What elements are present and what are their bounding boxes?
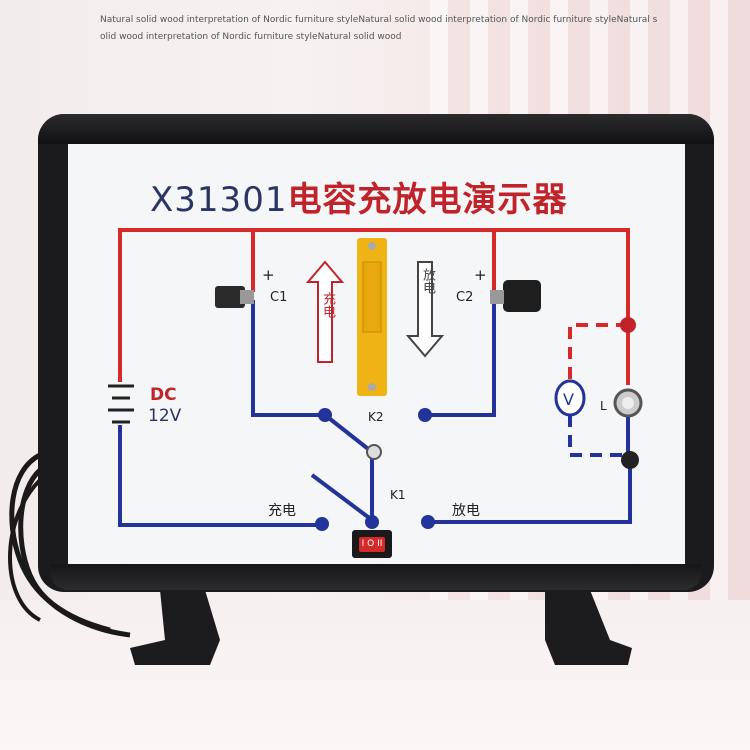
voltage-label: 12V [148, 406, 182, 426]
charge-arrow-text: 充电 [320, 292, 335, 318]
frame-top-rail [38, 114, 714, 144]
c1-label: C1 [270, 290, 288, 305]
k1-label: K1 [390, 488, 406, 502]
k2-label: K2 [368, 410, 384, 424]
table-surface [0, 600, 750, 750]
svg-text:V: V [563, 390, 574, 409]
lamp-label: L [600, 399, 607, 413]
dc-label: DC [150, 385, 177, 405]
discharge-label: 放电 [452, 503, 480, 519]
c2-label: C2 [456, 290, 474, 305]
charge-label: 充电 [268, 503, 296, 519]
page-title: X31301电容充放电演示器 [150, 172, 567, 221]
model-code: X31301 [150, 180, 288, 220]
c1-plus-label: + [262, 266, 275, 284]
product-name: 电容充放电演示器 [287, 180, 568, 220]
watermark-text: Natural solid wood interpretation of Nor… [100, 15, 658, 42]
discharge-arrow-text: 放电 [420, 268, 435, 294]
c2-plus-label: + [474, 266, 487, 284]
rocker-switch-label: I O II [359, 537, 385, 552]
frame-bottom-rail [50, 564, 702, 590]
